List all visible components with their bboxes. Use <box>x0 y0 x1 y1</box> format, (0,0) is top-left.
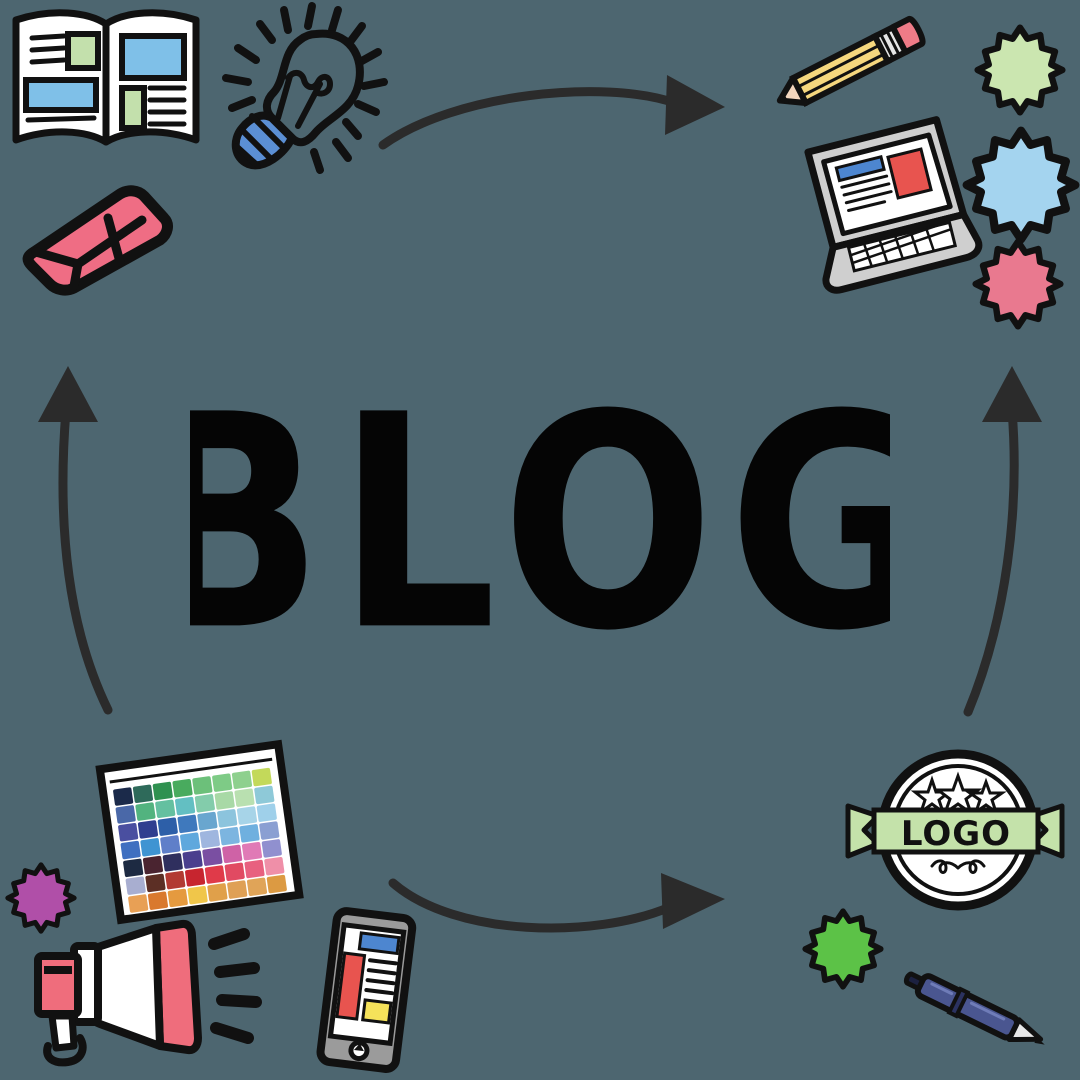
color-swatch <box>135 802 156 821</box>
color-swatch <box>259 821 280 840</box>
open-magazine-icon <box>2 2 210 158</box>
color-swatch <box>239 824 260 843</box>
color-swatch <box>177 814 198 834</box>
color-swatch <box>224 862 245 881</box>
star-group <box>910 771 1007 817</box>
color-swatch <box>241 841 263 861</box>
color-swatch <box>261 839 282 858</box>
color-swatch <box>227 880 248 899</box>
color-swatch <box>152 781 173 801</box>
arrow-right <box>950 360 1060 720</box>
color-swatch <box>234 788 255 807</box>
color-swatch <box>199 829 220 849</box>
color-swatch <box>264 857 285 876</box>
color-swatch <box>113 787 134 806</box>
color-swatch <box>147 891 169 910</box>
color-swatch <box>145 873 166 893</box>
gear-icon <box>802 908 884 990</box>
color-swatch <box>165 870 186 890</box>
color-swatch <box>132 784 154 803</box>
color-swatch <box>162 853 183 872</box>
color-swatch <box>251 767 272 787</box>
color-swatch <box>197 811 218 831</box>
color-palette-icon <box>95 739 304 925</box>
color-swatch <box>175 796 196 816</box>
color-swatch <box>182 850 203 869</box>
arrow-bottom <box>385 855 755 955</box>
color-swatch <box>140 838 161 857</box>
arrow-left <box>30 360 140 720</box>
color-swatch <box>118 823 139 842</box>
smartphone-icon <box>306 907 426 1078</box>
logo-badge-icon: LOGO <box>840 738 1070 928</box>
color-swatch <box>217 809 238 828</box>
color-swatch <box>167 888 188 908</box>
color-swatch <box>180 832 201 851</box>
color-swatch <box>212 773 233 792</box>
color-swatch <box>125 876 146 895</box>
pen-icon <box>900 968 1060 1058</box>
megaphone-icon <box>30 919 262 1067</box>
color-swatch <box>192 776 213 795</box>
color-swatch <box>157 817 178 836</box>
color-swatch <box>120 840 141 860</box>
color-swatch <box>222 844 243 864</box>
color-swatch <box>194 794 215 813</box>
page-title: BLOG <box>0 395 1080 695</box>
color-swatch <box>172 779 193 798</box>
color-swatch <box>246 877 268 897</box>
color-swatch <box>187 885 208 905</box>
flourish-icon <box>930 859 986 874</box>
gear-icon <box>974 24 1066 116</box>
color-swatch <box>137 820 159 839</box>
page-title-text: BLOG <box>190 400 890 690</box>
arrow-top <box>375 55 755 165</box>
color-swatch <box>236 806 258 825</box>
color-swatch <box>266 874 287 894</box>
color-swatch <box>204 865 225 884</box>
color-swatch <box>123 858 144 878</box>
color-swatch <box>115 805 136 824</box>
color-swatch <box>256 803 277 822</box>
color-swatch <box>244 859 265 879</box>
gear-icon <box>962 126 1080 244</box>
color-swatch <box>207 883 228 902</box>
logo-ribbon-text: LOGO <box>901 814 1011 854</box>
laptop-icon <box>800 116 983 303</box>
color-swatch <box>142 855 164 875</box>
color-swatch <box>219 826 240 846</box>
color-swatch <box>202 847 223 866</box>
gear-icon <box>5 862 77 934</box>
swatch-grid <box>113 767 287 913</box>
gear-icon <box>972 238 1064 330</box>
color-swatch <box>254 785 275 805</box>
color-swatch <box>214 791 235 810</box>
pencil-icon <box>772 12 932 120</box>
eraser-icon <box>16 185 176 296</box>
lightbulb-icon <box>216 2 392 204</box>
color-swatch <box>231 770 253 790</box>
color-swatch <box>128 894 149 913</box>
color-swatch <box>185 868 206 887</box>
color-swatch <box>160 835 181 854</box>
color-swatch <box>155 799 176 819</box>
